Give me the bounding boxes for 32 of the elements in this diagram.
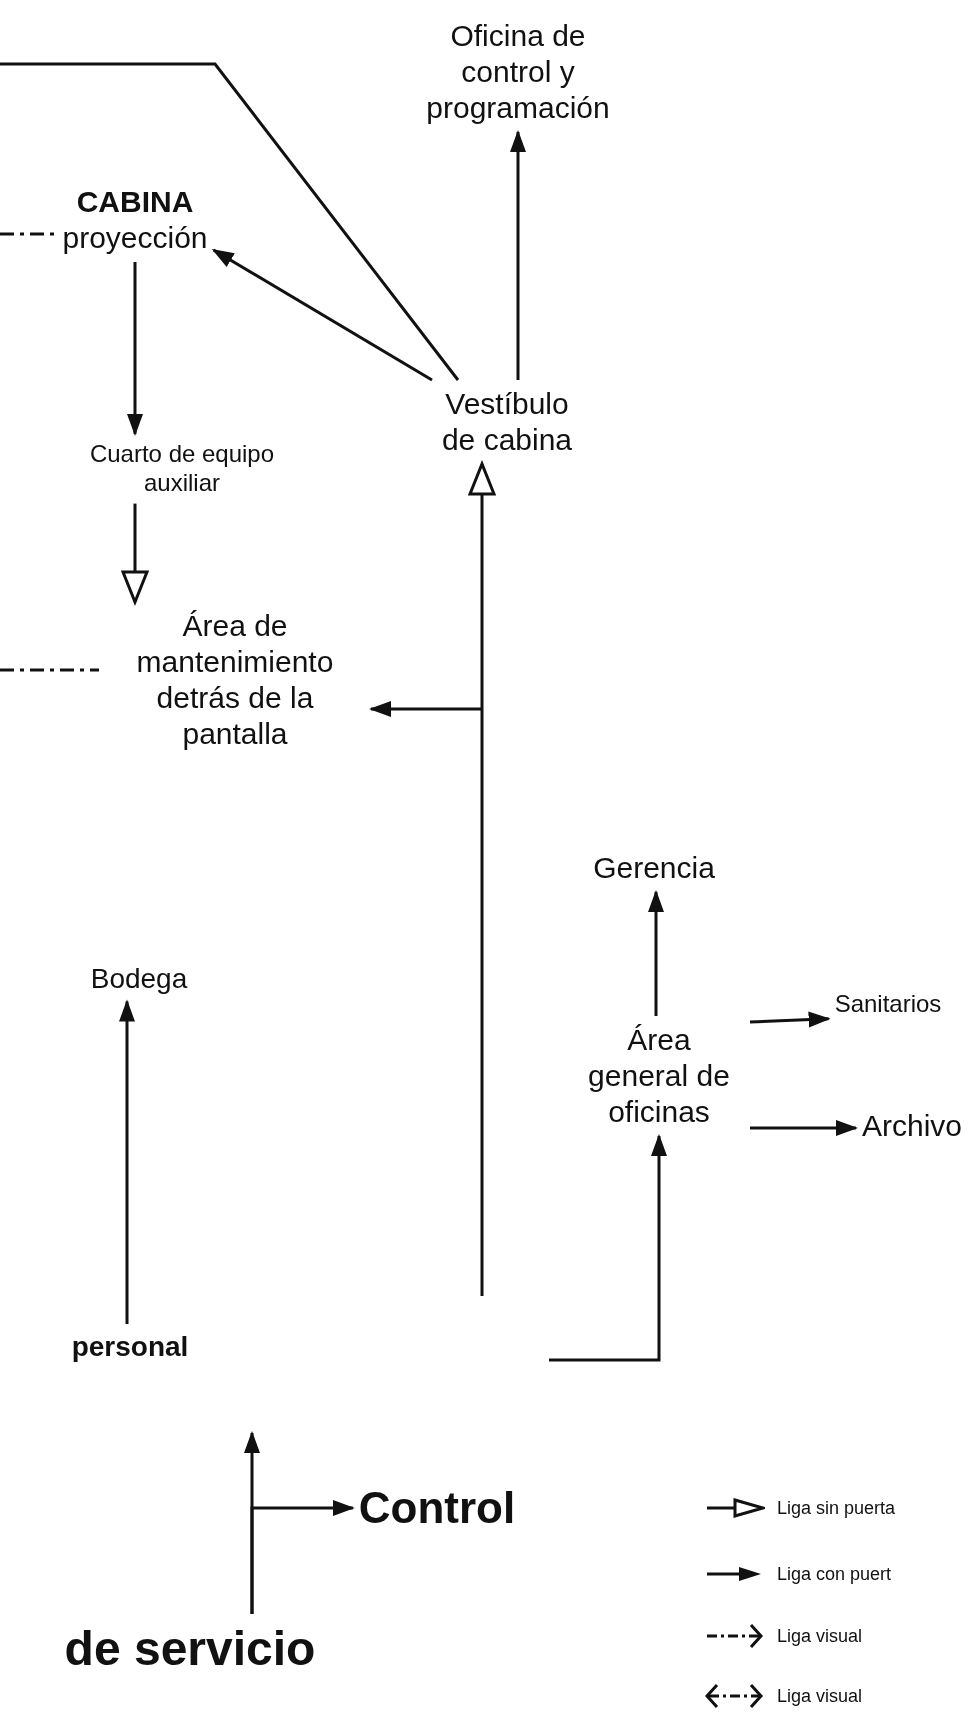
room-label: Área de mantenimiento detrás de la pantalla [105, 608, 365, 752]
room-label: Bodega [90, 962, 188, 996]
arrow [121, 503, 149, 604]
room-label: Gerencia [593, 850, 715, 886]
room-label: Archivo [862, 1108, 962, 1144]
room-label: proyección [62, 220, 208, 256]
legend-label: Liga sin puerta [777, 1497, 896, 1519]
room-label: Oficina de control y programación [408, 18, 628, 126]
legend-label: Liga con puert [777, 1563, 892, 1585]
arrow [648, 890, 664, 1016]
room-label: Vestíbulo de cabina [432, 386, 582, 458]
room-label: personal [71, 1330, 189, 1364]
room-label: Área general de oficinas [574, 1022, 744, 1130]
arrow [468, 462, 496, 1296]
arrow [119, 999, 135, 1324]
arrow [250, 1500, 355, 1614]
room-label: Control [358, 1482, 516, 1535]
arrow [369, 701, 482, 717]
arrow [510, 130, 526, 380]
room-label: Cuarto de equipo auxiliar [82, 440, 282, 498]
dash-dot-connector [0, 668, 99, 672]
arrow [749, 1011, 831, 1028]
arrow [549, 1134, 667, 1362]
dash-dot-connector [0, 232, 57, 236]
room-label: de servicio [64, 1620, 316, 1678]
legend-label: Liga visual [777, 1625, 863, 1647]
arrow [750, 1120, 858, 1136]
arrow [211, 248, 433, 382]
arrow [127, 262, 143, 436]
room-label: CABINA [75, 184, 195, 220]
legend-label: Liga visual [777, 1685, 863, 1707]
room-label: Sanitarios [834, 990, 942, 1019]
